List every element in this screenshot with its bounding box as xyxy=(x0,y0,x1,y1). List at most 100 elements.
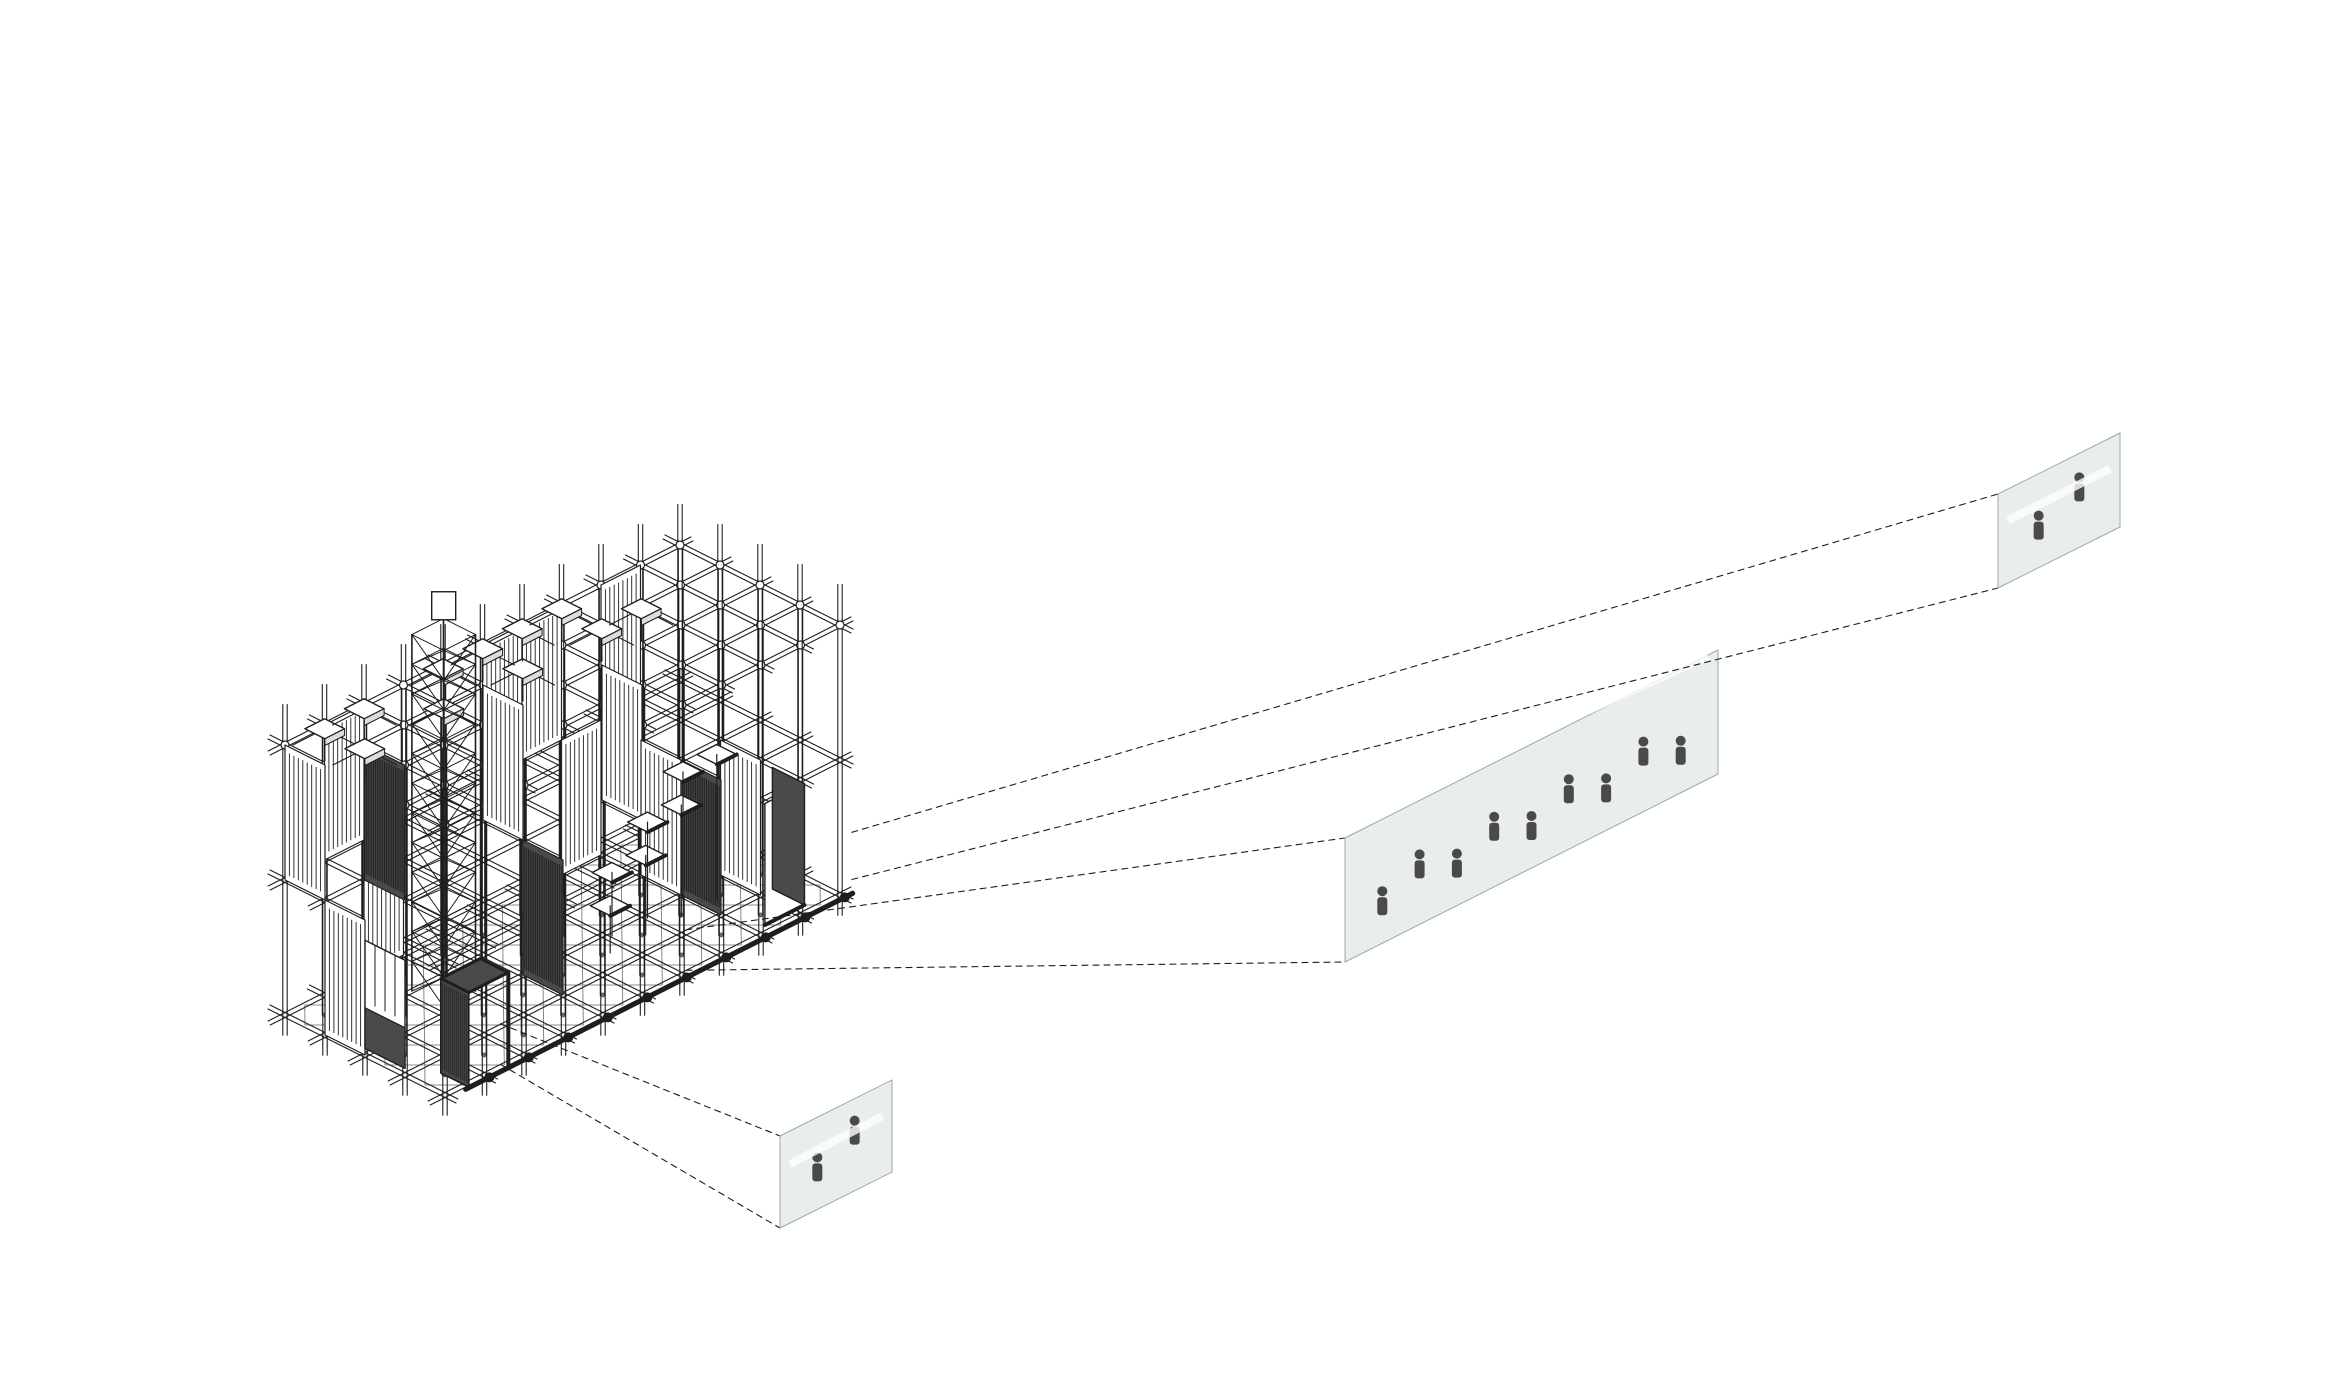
tower-brace xyxy=(443,768,476,784)
tower-cap xyxy=(431,591,457,621)
small-left-panel-figure-head xyxy=(849,1115,860,1126)
roof-cap-edge xyxy=(521,628,543,646)
roof-cap-edge xyxy=(364,748,386,766)
floor-node xyxy=(718,932,724,938)
central-panel-figure-head xyxy=(1377,886,1388,897)
side-wall xyxy=(719,739,762,896)
central-panel-figure-head xyxy=(1489,811,1500,822)
tower-brace xyxy=(411,976,445,992)
beam-cross xyxy=(267,1008,457,1104)
edge-joint xyxy=(681,972,692,983)
coupler xyxy=(715,560,725,570)
tower-brace xyxy=(443,858,476,873)
central-panel-figure-body xyxy=(1526,822,1537,840)
roof-cap-edge xyxy=(561,608,583,626)
tower-brace xyxy=(443,917,476,933)
roof-cap-edge xyxy=(324,728,346,746)
beam-cross xyxy=(543,868,734,964)
side-wall xyxy=(482,684,524,841)
roof-cap-edge xyxy=(363,708,385,726)
tower-brace xyxy=(411,947,445,962)
central-panel-figure-body xyxy=(1377,897,1388,916)
back-wall xyxy=(560,719,602,876)
edge-joint xyxy=(839,892,850,903)
tower-brace xyxy=(443,947,476,962)
tower-brace xyxy=(443,887,476,903)
edge-joint xyxy=(484,1072,495,1083)
edge-joint xyxy=(563,1032,574,1043)
stair-platform-edge xyxy=(715,752,739,767)
right-panel-figure-body xyxy=(2033,521,2044,540)
floor-node xyxy=(679,952,685,958)
floor-tile xyxy=(422,944,464,966)
central-panel-figure-body xyxy=(1414,860,1425,879)
right-panel-figure-head xyxy=(2033,510,2044,521)
stair-platform-edge xyxy=(645,820,670,835)
central-panel-figure-head xyxy=(1675,735,1686,746)
central-panel-figure-head xyxy=(1601,773,1612,784)
right-panel-platform xyxy=(2006,465,2112,525)
tower-brace xyxy=(443,828,476,843)
beam-long xyxy=(427,886,852,1102)
coupler xyxy=(835,620,845,630)
tower-brace xyxy=(411,798,445,814)
tower-brace xyxy=(411,679,445,695)
tower-brace xyxy=(443,709,476,725)
roof-cap-edge xyxy=(522,668,544,686)
lattice-tower xyxy=(411,591,477,1008)
front-edge-beam xyxy=(463,890,856,1092)
right-panel xyxy=(1997,432,2121,589)
central-panel xyxy=(1344,649,1719,963)
tower-brace xyxy=(411,650,445,665)
central-panel-leader xyxy=(685,837,1346,931)
stair-platform-edge xyxy=(610,870,634,885)
edge-joint xyxy=(760,932,771,943)
side-wall xyxy=(284,744,326,901)
stair-platform-edge xyxy=(643,853,668,868)
enclosed-rooms xyxy=(364,743,807,1089)
tower-brace xyxy=(411,858,445,873)
side-wall xyxy=(324,899,366,1056)
front-box-top xyxy=(439,957,510,994)
edge-joint xyxy=(602,1012,613,1023)
central-panel-figure-head xyxy=(1526,811,1537,821)
edge-joint xyxy=(800,912,811,923)
edge-joint xyxy=(523,1052,534,1063)
tower-brace xyxy=(411,709,445,725)
central-panel-figure-head xyxy=(1414,849,1425,860)
central-panel-figure-body xyxy=(1489,822,1500,841)
tower-brace xyxy=(411,917,445,933)
floor-node xyxy=(481,1052,487,1058)
central-panel-platform xyxy=(1353,652,1710,820)
stair-platform-edge xyxy=(608,903,632,918)
central-panel-figure-body xyxy=(1601,784,1612,803)
tower-brace xyxy=(443,798,476,814)
central-panel-leader xyxy=(685,961,1346,971)
tower-brace xyxy=(411,828,445,843)
beam-cross xyxy=(425,928,615,1024)
central-panel-figure-head xyxy=(1563,774,1574,785)
coupler xyxy=(398,680,409,690)
left-cabin-band xyxy=(364,1007,406,1069)
roof-cap-edge xyxy=(482,648,504,666)
stair-platform-edge xyxy=(681,769,705,784)
beam-cross xyxy=(662,673,852,769)
tower-brace xyxy=(411,887,445,903)
tower-brace xyxy=(411,768,445,784)
small-left-panel xyxy=(779,1079,893,1229)
central-panel-figure-body xyxy=(1675,746,1686,765)
roof-cap-edge xyxy=(601,628,623,646)
right-room-edge xyxy=(762,903,807,927)
roof-cap-edge xyxy=(640,608,662,626)
floor-node xyxy=(639,972,645,978)
coupler xyxy=(795,600,805,610)
floor-node xyxy=(560,1012,566,1018)
right-room-side xyxy=(771,766,806,906)
small-left-panel-platform xyxy=(788,1112,884,1168)
right-panel-leader xyxy=(851,493,1999,833)
detail-panels xyxy=(499,432,2121,1229)
small-left-panel-leader xyxy=(499,1063,781,1229)
edge-joint xyxy=(642,992,653,1003)
coupler xyxy=(755,580,765,590)
